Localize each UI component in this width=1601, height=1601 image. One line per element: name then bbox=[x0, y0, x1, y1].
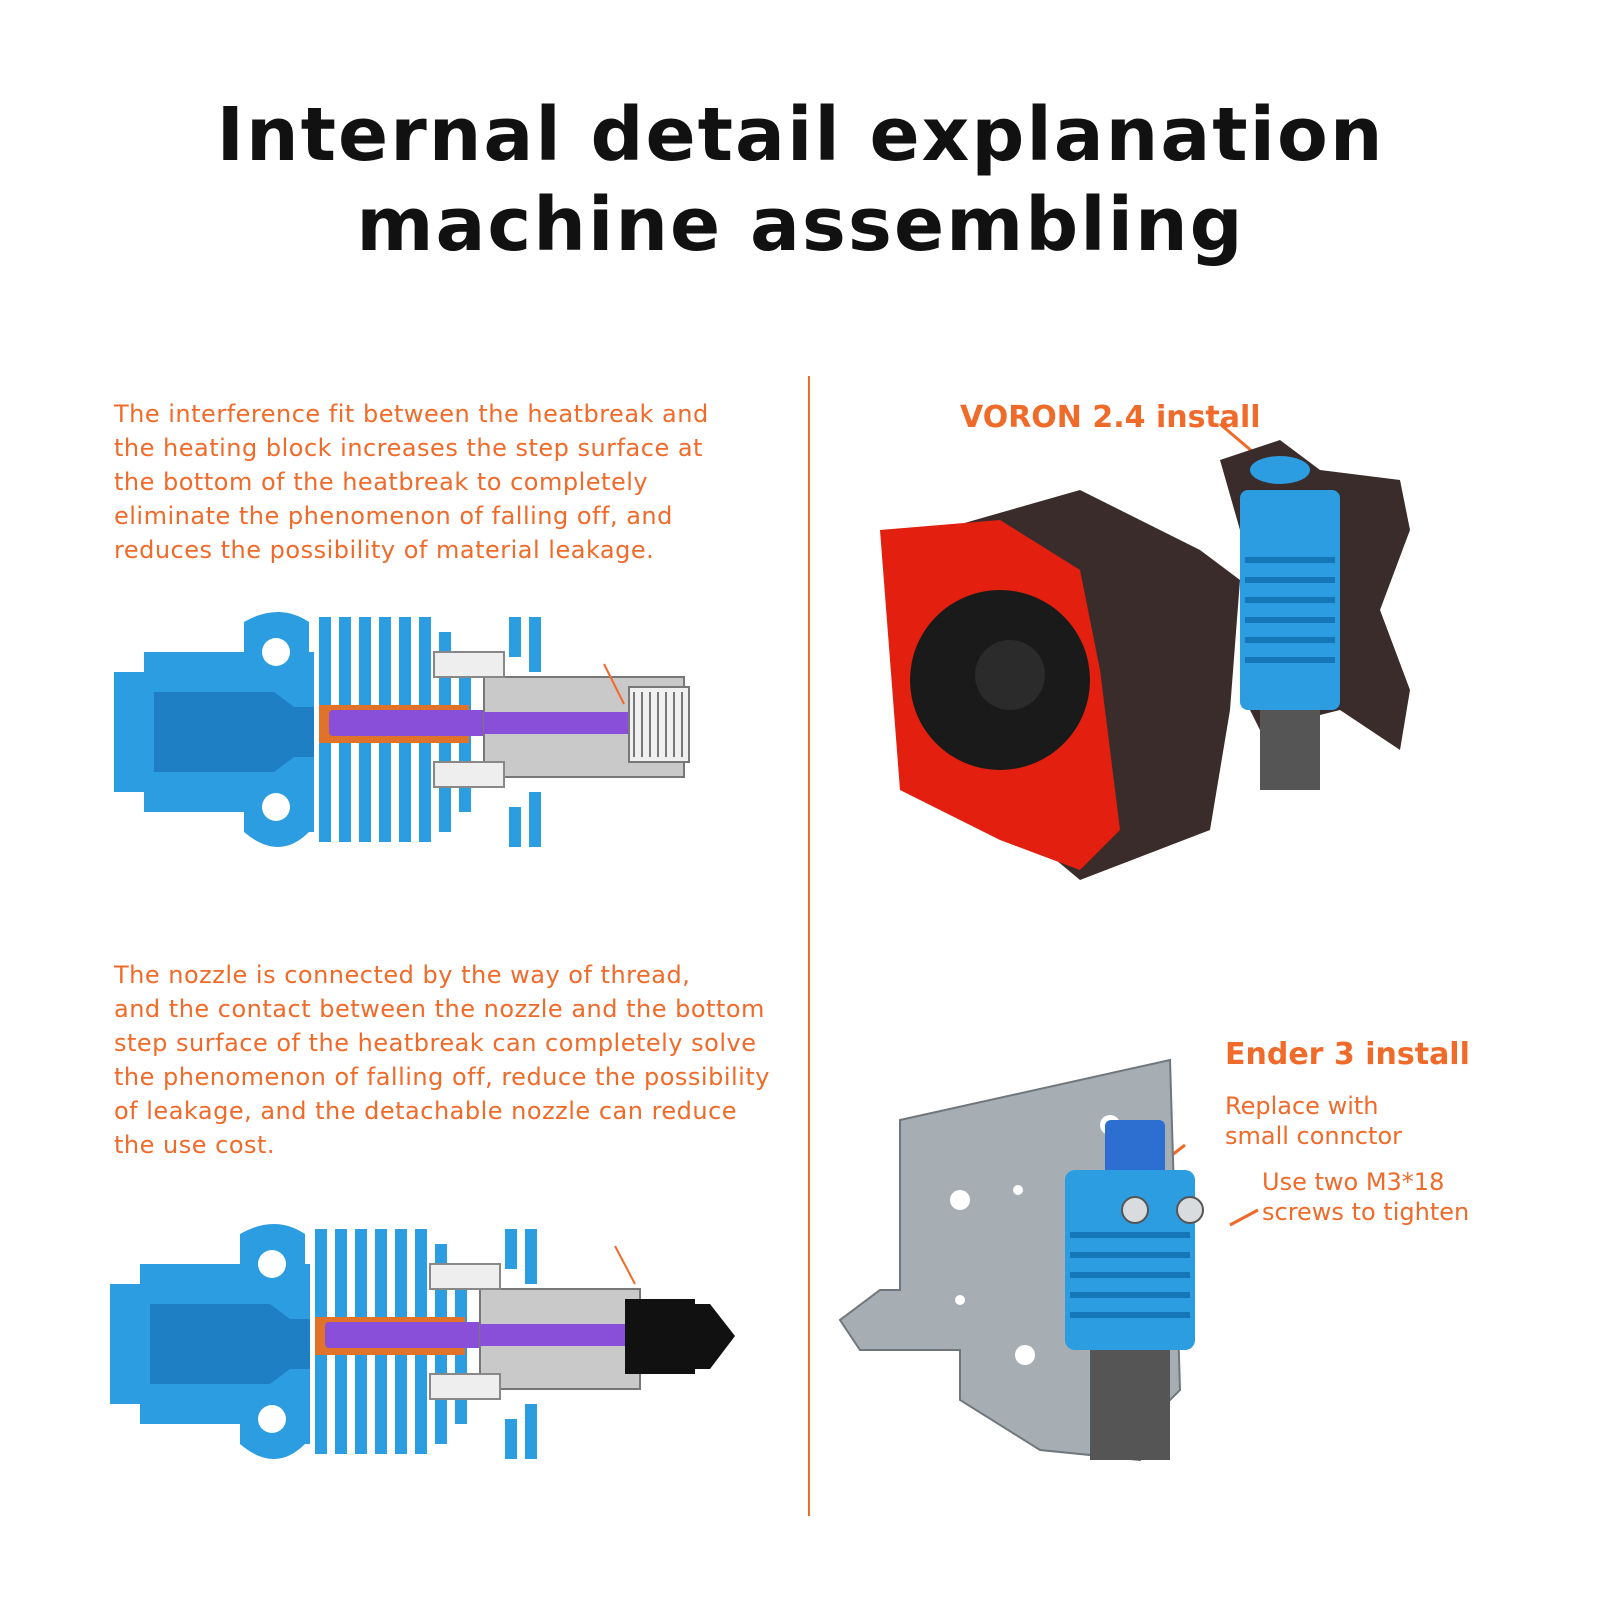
callout-leader bbox=[603, 663, 625, 705]
bracket-hole bbox=[955, 1295, 965, 1305]
mount-hole bbox=[262, 638, 290, 666]
fan-hub bbox=[975, 640, 1045, 710]
page-title-line-2: machine assembling bbox=[356, 182, 1245, 268]
page-title-line-1: Internal detail explanation bbox=[216, 92, 1385, 178]
ender-install-illustration bbox=[838, 1058, 1259, 1462]
bracket-hole bbox=[1013, 1185, 1023, 1195]
screws-note-line: Use two M3*18 bbox=[1262, 1168, 1445, 1196]
heatsink-fins bbox=[1245, 557, 1335, 663]
bracket-hole bbox=[950, 1190, 970, 1210]
text-line: eliminate the phenomenon of falling off,… bbox=[114, 502, 673, 530]
set-screw bbox=[429, 1373, 501, 1400]
heatbreak-tube-inner bbox=[480, 1324, 625, 1346]
screw-icon bbox=[1121, 1196, 1149, 1224]
nozzle-thread-description: The nozzle is connected by the way of th… bbox=[114, 958, 794, 1162]
text-line: step surface of the heatbreak can comple… bbox=[114, 1029, 757, 1057]
nozzle bbox=[625, 1299, 735, 1374]
callout-leader bbox=[614, 1245, 636, 1285]
screws-note-line: screws to tighten bbox=[1262, 1198, 1470, 1226]
hotend-cross-section-nozzle bbox=[110, 1224, 735, 1459]
text-line: of leakage, and the detachable nozzle ca… bbox=[114, 1097, 738, 1125]
connector-note: Replace with small connctor bbox=[1225, 1091, 1402, 1151]
mount-hole bbox=[258, 1405, 286, 1433]
set-screw bbox=[429, 1263, 501, 1290]
connector-note-line: small connctor bbox=[1225, 1122, 1403, 1150]
column-divider bbox=[808, 376, 810, 1516]
pneumatic-connector bbox=[1250, 456, 1310, 484]
text-line: The interference fit between the heatbre… bbox=[114, 400, 709, 428]
text-line: The nozzle is connected by the way of th… bbox=[114, 961, 691, 989]
text-line: reduces the possibility of material leak… bbox=[114, 536, 655, 564]
screw-icon bbox=[1176, 1196, 1204, 1224]
mount-hole bbox=[258, 1250, 286, 1278]
mount-hole bbox=[262, 793, 290, 821]
bracket-hole bbox=[1015, 1345, 1035, 1365]
text-line: and the contact between the nozzle and t… bbox=[114, 995, 765, 1023]
callout-leader bbox=[1229, 1208, 1259, 1227]
text-line: the heating block increases the step sur… bbox=[114, 434, 703, 462]
ender-install-label: Ender 3 install bbox=[1225, 1037, 1470, 1072]
text-line: the bottom of the heatbreak to completel… bbox=[114, 468, 649, 496]
filament-channel bbox=[154, 692, 314, 772]
set-screw bbox=[433, 651, 505, 678]
text-line: the use cost. bbox=[114, 1131, 276, 1159]
screws-note: Use two M3*18 screws to tighten bbox=[1262, 1167, 1469, 1227]
interference-fit-description: The interference fit between the heatbre… bbox=[114, 397, 794, 567]
filament-channel bbox=[150, 1304, 310, 1384]
heatbreak-tube-inner bbox=[484, 712, 629, 734]
text-line: the phenomenon of falling off, reduce th… bbox=[114, 1063, 770, 1091]
heatsink-fins bbox=[1070, 1232, 1190, 1318]
voron-install-label: VORON 2.4 install bbox=[960, 400, 1261, 435]
heater-block bbox=[1090, 1350, 1170, 1460]
thread-section bbox=[628, 686, 690, 763]
heatsink-blue bbox=[1065, 1170, 1195, 1350]
connector-note-line: Replace with bbox=[1225, 1092, 1379, 1120]
voron-install-illustration bbox=[880, 422, 1410, 880]
hotend-cross-section-heatbreak bbox=[114, 612, 690, 847]
heater-block bbox=[1260, 710, 1320, 790]
pneumatic-connector bbox=[1105, 1120, 1165, 1180]
set-screw bbox=[433, 761, 505, 788]
